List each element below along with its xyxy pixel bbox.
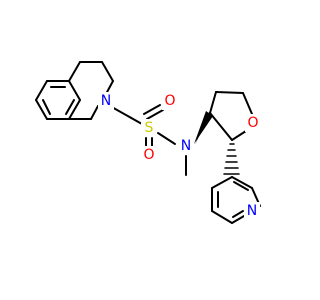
bond — [90, 105, 99, 120]
oxygen-atom-ring: O — [247, 115, 258, 131]
label-background — [141, 119, 157, 137]
bond — [209, 112, 233, 141]
bond — [242, 92, 253, 115]
label-background — [98, 92, 114, 110]
bond — [209, 91, 217, 114]
molecule-canvas: N S O O N O N — [35, 61, 261, 224]
bond — [101, 61, 114, 82]
label-background — [162, 92, 178, 110]
bond — [231, 176, 253, 189]
oxygen-atom-bottom: O — [143, 147, 154, 163]
bond — [68, 80, 81, 101]
double-bond-inner — [233, 181, 249, 191]
bond-n-s — [109, 105, 143, 125]
bond-s-n — [157, 132, 176, 145]
bond — [211, 210, 233, 224]
piperidine-ring — [68, 61, 114, 120]
label-background — [244, 202, 260, 220]
atom-labels: N S O O N O N — [98, 92, 261, 220]
bond — [35, 99, 48, 120]
double-bond-inner — [42, 99, 51, 115]
hashed-wedge-bond — [223, 143, 240, 175]
bond — [68, 61, 81, 82]
double-bond — [146, 109, 164, 120]
sulfur-atom: S — [145, 120, 154, 136]
nitrogen-atom-sulfonamide: N — [181, 138, 191, 154]
nitrogen-atom-ring: N — [101, 93, 111, 109]
double-bond — [143, 104, 161, 115]
double-bond-inner — [232, 210, 244, 218]
label-background — [141, 146, 157, 164]
double-bond-inner — [65, 99, 75, 115]
wedge-bond — [194, 111, 213, 144]
bond — [231, 215, 245, 224]
bond — [35, 80, 48, 101]
tetrahydrofuran-ring — [209, 91, 253, 141]
label-background — [245, 114, 261, 132]
molecule-structure-drawing: N S O O N O N — [35, 61, 261, 224]
bond — [68, 99, 81, 120]
oxygen-atom-top: O — [164, 93, 175, 109]
nitrogen-atom-pyridine: N — [247, 203, 257, 219]
bond — [105, 80, 114, 95]
label-background — [176, 137, 194, 155]
bond — [211, 176, 233, 189]
bond — [231, 130, 247, 141]
benzene-ring — [35, 80, 81, 120]
bond — [215, 91, 244, 94]
